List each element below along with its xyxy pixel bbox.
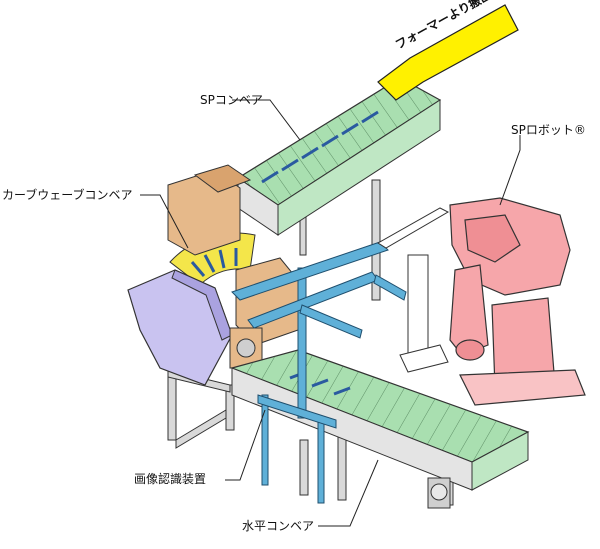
label-sp-conveyor: SPコンベア (200, 93, 263, 107)
sp-robot (449, 197, 586, 406)
robot-stand-frame (377, 207, 450, 373)
label-curve-wave-conveyor: カーブウェーブコンベア (2, 188, 133, 202)
sp-conveyor (236, 77, 442, 236)
label-sp-robot: SPロボット® (511, 123, 586, 137)
label-horizontal-conveyor: 水平コンベア (242, 519, 315, 533)
leader-lines (140, 99, 521, 527)
incoming-arrow (377, 4, 519, 101)
image-recognition-device (231, 241, 407, 504)
machine-housing (127, 269, 263, 386)
label-image-recognition: 画像認識装置 (134, 472, 207, 486)
